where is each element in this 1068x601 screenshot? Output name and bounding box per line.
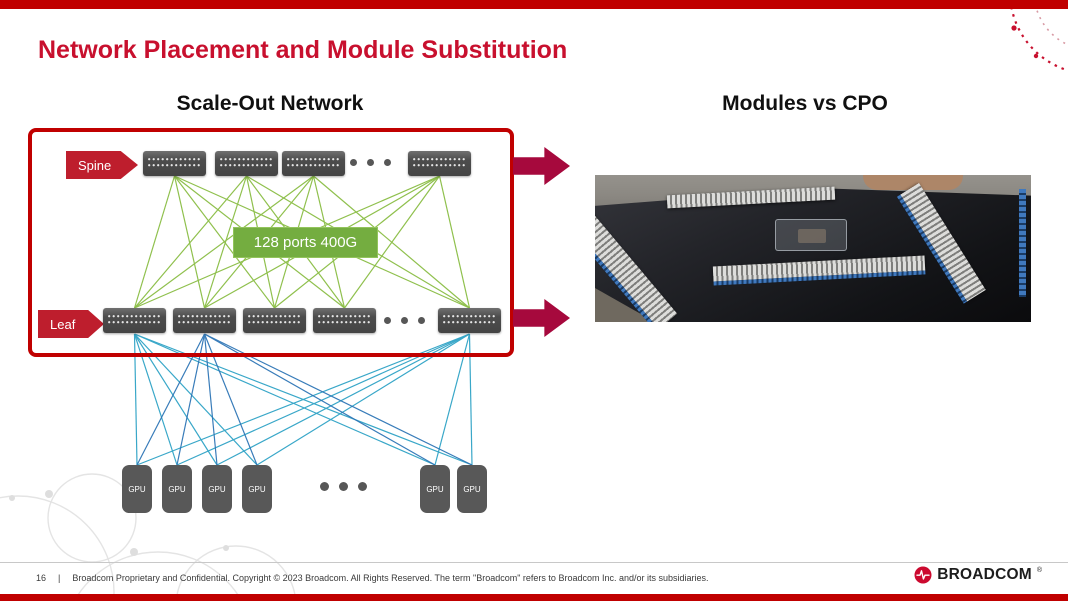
gpu-label: GPU	[426, 484, 444, 494]
leaf-tag-label: Leaf	[50, 316, 76, 332]
spine-switch-2	[215, 151, 278, 176]
gpu-label: GPU	[208, 484, 226, 494]
gpu-box-5: GPU	[420, 465, 450, 513]
broadcom-logo-text: BROADCOM	[937, 566, 1032, 583]
photo-hand	[863, 175, 963, 190]
spine-tag-label: Spine	[78, 157, 112, 173]
gpu-label: GPU	[463, 484, 481, 494]
leaf-tag: Leaf	[38, 310, 104, 338]
registered-trademark: ®	[1036, 567, 1042, 574]
leaf-switch-5	[438, 308, 501, 333]
footer-divider-line	[0, 562, 1068, 563]
leaf-switch-2	[173, 308, 236, 333]
footer-legal-text: Broadcom Proprietary and Confidential. C…	[72, 573, 709, 583]
spine-switch-4	[408, 151, 471, 176]
footer: 16 | Broadcom Proprietary and Confidenti…	[36, 573, 709, 583]
spine-tag: Spine	[66, 151, 138, 179]
top-right-dotted-arcs	[1009, 0, 1068, 72]
broadcom-pulse-icon	[914, 566, 932, 584]
spine-switch-3	[282, 151, 345, 176]
ports-badge: 128 ports 400G	[233, 227, 378, 258]
leaf-switch-3	[243, 308, 306, 333]
gpu-box-4: GPU	[242, 465, 272, 513]
leaf-ellipsis	[384, 317, 425, 324]
bottom-accent-bar	[0, 594, 1068, 601]
gpu-ellipsis	[320, 482, 367, 491]
gpu-box-1: GPU	[122, 465, 152, 513]
spine-right-arrow	[513, 147, 570, 185]
gpu-label: GPU	[128, 484, 146, 494]
gpu-label: GPU	[248, 484, 266, 494]
top-accent-bar	[0, 0, 1068, 9]
spine-ellipsis	[350, 159, 391, 166]
modules-photo	[595, 175, 1031, 322]
spine-switch-1	[143, 151, 206, 176]
modules-vs-cpo-heading: Modules vs CPO	[722, 92, 888, 115]
leaf-right-arrow	[513, 299, 570, 337]
broadcom-logo: BROADCOM ®	[914, 566, 1042, 584]
page-number: 16	[36, 573, 47, 583]
leaf-switch-1	[103, 308, 166, 333]
footer-separator: |	[58, 573, 61, 583]
slide-title: Network Placement and Module Substitutio…	[38, 36, 568, 64]
photo-module-connectors	[1019, 189, 1026, 297]
bottom-left-nodes	[9, 490, 229, 556]
scale-out-network-heading: Scale-Out Network	[176, 92, 364, 115]
leaf-switch-4	[313, 308, 376, 333]
gpu-label: GPU	[168, 484, 186, 494]
gpu-box-6: GPU	[457, 465, 487, 513]
gpu-box-3: GPU	[202, 465, 232, 513]
photo-clear-case	[775, 219, 847, 251]
gpu-box-2: GPU	[162, 465, 192, 513]
